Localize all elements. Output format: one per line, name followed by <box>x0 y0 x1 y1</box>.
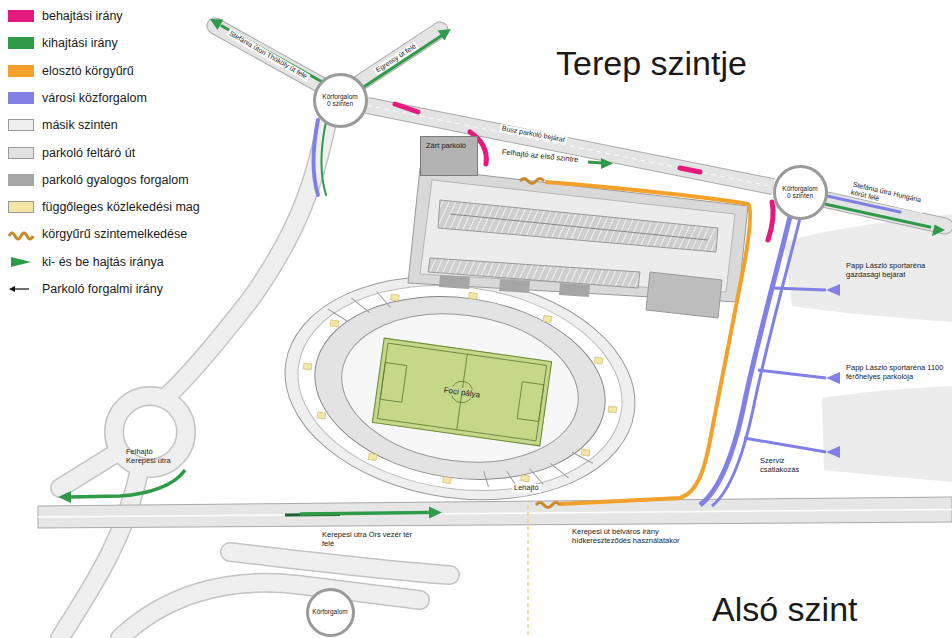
entry-arrow <box>826 372 840 384</box>
roundabout: Körforgalom <box>306 588 355 637</box>
road-band <box>367 105 773 186</box>
legend-symbol <box>7 282 35 296</box>
legend-label: parkoló gyalogos forgalom <box>42 172 189 188</box>
area-label: Papp László sportaréna 1100 férőhelyes p… <box>846 364 946 381</box>
entry-arrow <box>826 446 840 458</box>
road-label: Kerepesi útra Örs vezér tér felé <box>322 531 414 548</box>
lane-line <box>38 510 952 518</box>
legend-swatch <box>8 119 34 131</box>
exit-arrow-line <box>70 470 185 497</box>
road-label: Stefánia útra Hungária körút felé <box>848 180 926 213</box>
exit-arrow <box>210 19 223 30</box>
level-divider <box>527 505 529 638</box>
ramp-label: Felhajtó Kerepesi útra <box>126 448 172 465</box>
football-pitch: Foci pálya <box>372 338 552 447</box>
distributor-ring <box>545 182 750 504</box>
node-label: Körforgalom 0 szinten <box>320 93 360 108</box>
node-label: Körforgalom 0 szinten <box>780 185 820 200</box>
legend-swatch <box>8 147 34 159</box>
exit-arrow <box>438 29 451 41</box>
node-label: Foci pálya <box>441 385 482 400</box>
ring-level-change <box>520 179 544 184</box>
parking-structure <box>408 168 748 318</box>
legend-label: másik szinten <box>42 117 118 133</box>
road-label: Busz parkoló bejárat <box>499 124 567 144</box>
parking-box: Zárt parkoló <box>420 136 478 176</box>
exit-arrow-line <box>300 513 430 515</box>
road-band <box>367 105 773 186</box>
ring-level-change <box>536 503 560 508</box>
legend-swatch <box>8 65 34 77</box>
connection-label: Szerviz csatlakozás <box>760 457 812 474</box>
road-label: Stefánia úton Thököly út felé <box>226 29 310 82</box>
legend-label: parkoló feltáró út <box>42 145 135 161</box>
arena-parking-area <box>822 386 952 482</box>
ramp-label: Lehajtó <box>512 484 541 493</box>
legend-swatch <box>8 10 34 22</box>
legend-label: Parkoló forgalmi irány <box>42 281 163 297</box>
legend-label: ki- és be hajtás iránya <box>42 254 164 270</box>
road-label: Egressy út felé <box>373 41 420 75</box>
level-title: Alsó szint <box>712 590 858 629</box>
legend-label: függőleges közlekedési mag <box>42 199 200 215</box>
road-connector <box>367 105 773 186</box>
entry-direction <box>395 104 773 240</box>
ramp-arrow <box>601 158 613 169</box>
legend-swatch <box>8 174 34 186</box>
city-traffic <box>700 208 826 506</box>
legend-label: behajtási irány <box>42 8 123 24</box>
road-label: Kerepesi út belváros irány hídkeresztező… <box>572 528 704 545</box>
stadium <box>270 255 649 522</box>
road-band <box>367 105 773 186</box>
exit-arrow <box>932 225 945 237</box>
legend-label: körgyűrű szintemelkedése <box>42 226 187 242</box>
legend-label: városi közforgalom <box>42 90 147 106</box>
legend-swatch <box>8 92 34 104</box>
legend-swatch <box>8 37 34 49</box>
roundabout: Körforgalom 0 szinten <box>773 165 828 220</box>
legend-swatch <box>8 201 34 213</box>
exit-arrow <box>58 491 71 503</box>
roundabout: Körforgalom 0 szinten <box>313 73 368 128</box>
area-label: Papp László sportaréna gazdasági bejárat <box>846 262 946 279</box>
entry-arrow <box>826 284 840 296</box>
legend-label: elosztó körgyűrű <box>42 63 134 79</box>
level-title: Terep szintje <box>556 44 747 83</box>
legend-symbol <box>7 255 35 269</box>
node-label: Zárt parkoló <box>426 141 472 150</box>
legend-symbol <box>7 227 35 241</box>
ramp-arrow-line <box>588 162 602 163</box>
node-label: Körforgalom <box>312 608 347 615</box>
exit-arrow <box>429 507 442 519</box>
ramp-label: Felhajtó az első szintre <box>500 148 581 165</box>
kerepesi-road <box>38 497 952 528</box>
legend-label: kihajtási irány <box>42 35 118 51</box>
